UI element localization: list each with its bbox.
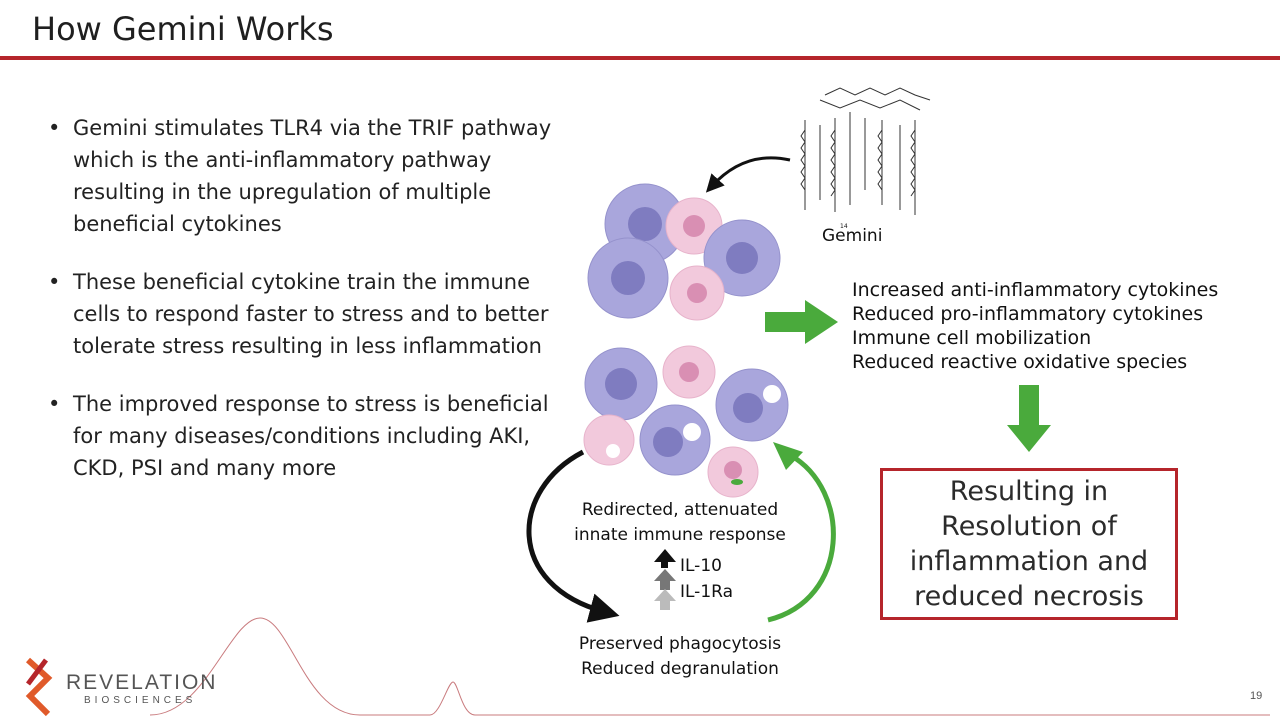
cell-nucleus (628, 207, 662, 241)
green-arrow-right (765, 300, 838, 344)
page-number: 19 (1250, 690, 1263, 702)
cycle-top-line-1: Redirected, attenuated (581, 500, 779, 520)
background-trace (149, 617, 1270, 716)
vacuole (606, 444, 620, 458)
effect-item: Reduced pro-inflammatory cytokines (852, 303, 1204, 325)
cycle-bottom-line-1: Preserved phagocytosis (578, 634, 782, 654)
cell-nucleus (724, 461, 742, 479)
cell-nucleus (683, 215, 705, 237)
title-rule (0, 56, 1280, 60)
bullet-item: The improved response to stress is benef… (48, 388, 558, 484)
cell-nucleus (605, 368, 637, 400)
cycle-bottom-line-2: Reduced degranulation (581, 659, 779, 679)
lower-cell-cluster (583, 345, 789, 498)
cell-nucleus (726, 242, 758, 274)
vacuole (763, 385, 781, 403)
logo-subtitle: BIOSCIENCES (84, 695, 197, 706)
cell-nucleus (679, 362, 699, 382)
effect-item: Increased anti-inflammatory cytokines (852, 279, 1219, 301)
result-box: Resulting in Resolution of inflammation … (880, 468, 1178, 620)
top-cell-cluster (587, 183, 781, 321)
gemini-label: Gemini (822, 226, 882, 246)
effect-item: Immune cell mobilization (852, 327, 1092, 349)
vacuole (683, 423, 701, 441)
cycle-top-line-2: innate immune response (574, 525, 786, 545)
cytokine-arrow-light (654, 589, 676, 610)
cell-nucleus (687, 283, 707, 303)
cytokine-arrow-mid (654, 569, 676, 590)
immune-cell (583, 414, 635, 466)
cytokine-arrow-dark (654, 549, 676, 568)
cycle-bottom-label: Preserved phagocytosis Reduced degranula… (560, 632, 800, 682)
cytokine-il1ra: IL-1Ra (680, 582, 733, 602)
gemini-molecule (800, 87, 931, 215)
logo-name: REVELATION (66, 671, 218, 694)
cell-nucleus (611, 261, 645, 295)
cycle-green-arrowhead (773, 442, 803, 470)
effects-list: Increased anti-inflammatory cytokines Re… (852, 278, 1218, 374)
phagocytosed-particle (731, 479, 743, 485)
slide-title: How Gemini Works (32, 10, 334, 48)
bullet-item: Gemini stimulates TLR4 via the TRIF path… (48, 112, 558, 240)
cycle-top-label: Redirected, attenuated innate immune res… (560, 498, 800, 548)
bullet-list: Gemini stimulates TLR4 via the TRIF path… (48, 112, 558, 510)
molecule-chain-label: 14 (840, 223, 848, 230)
logo-mark-accent (26, 658, 48, 686)
effect-item: Reduced reactive oxidative species (852, 351, 1188, 373)
molecule-to-cells-arrow (705, 156, 791, 193)
green-arrow-down (1007, 385, 1051, 452)
cell-nucleus (733, 393, 763, 423)
cytokine-il10: IL-10 (680, 556, 722, 576)
cycle-green-arrow (767, 452, 836, 623)
cycle-black-arrow (526, 449, 620, 623)
bullet-item: These beneficial cytokine train the immu… (48, 266, 558, 362)
cell-nucleus (653, 427, 683, 457)
